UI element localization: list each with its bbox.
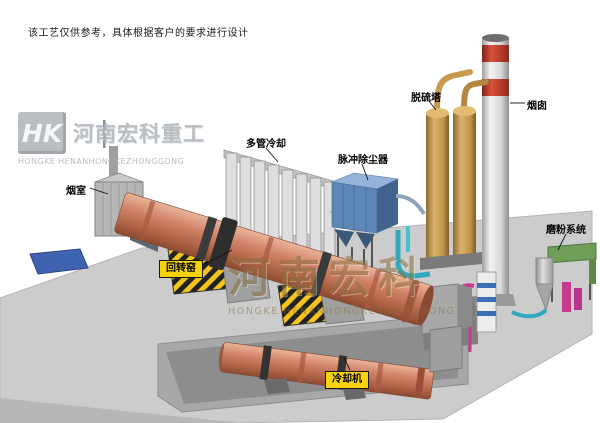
watermark-brand-cn: 河南宏科重工 [73, 122, 205, 146]
label-rotary-kiln: 回转窑 [159, 260, 203, 278]
label-smoke-chamber: 烟室 [66, 186, 86, 197]
label-pulse-dust-collector: 脉冲除尘器 [338, 155, 388, 166]
label-desulfurization-tower: 脱硫塔 [411, 93, 441, 104]
leader-grinding-system [557, 233, 567, 251]
desulfurization-towers [420, 69, 489, 270]
leader-rotary-kiln [204, 249, 233, 265]
pulse-dust-collector [330, 172, 426, 272]
blue-pad [29, 248, 89, 275]
label-grinding-system: 磨粉系统 [546, 225, 586, 236]
watermark-logo: HK 河南宏科重工 HONGKE HENANHONGKEZHONGGONG [18, 112, 205, 166]
label-chimney: 烟囱 [527, 101, 547, 112]
leader-cooling-machine [343, 357, 351, 371]
watermark-brand-en: HONGKE HENANHONGKEZHONGGONG [18, 157, 185, 166]
disclaimer-note: 该工艺仅供参考，具体根据客户的要求进行设计 [28, 28, 249, 39]
leader-smoke-chamber [89, 187, 109, 195]
grinding-system [511, 242, 597, 319]
rotary-kiln [114, 192, 434, 326]
leader-multi-tube-cooler [265, 147, 279, 163]
label-multi-tube-cooler: 多管冷却 [246, 139, 286, 150]
leader-pulse-dust-collector [361, 163, 369, 181]
label-cooling-machine: 冷却机 [325, 371, 369, 389]
leader-lines [89, 100, 567, 371]
leader-desulfurization-tower [428, 100, 437, 111]
ringed-vessel [476, 271, 497, 333]
hk-logo-icon: HK [18, 112, 66, 154]
